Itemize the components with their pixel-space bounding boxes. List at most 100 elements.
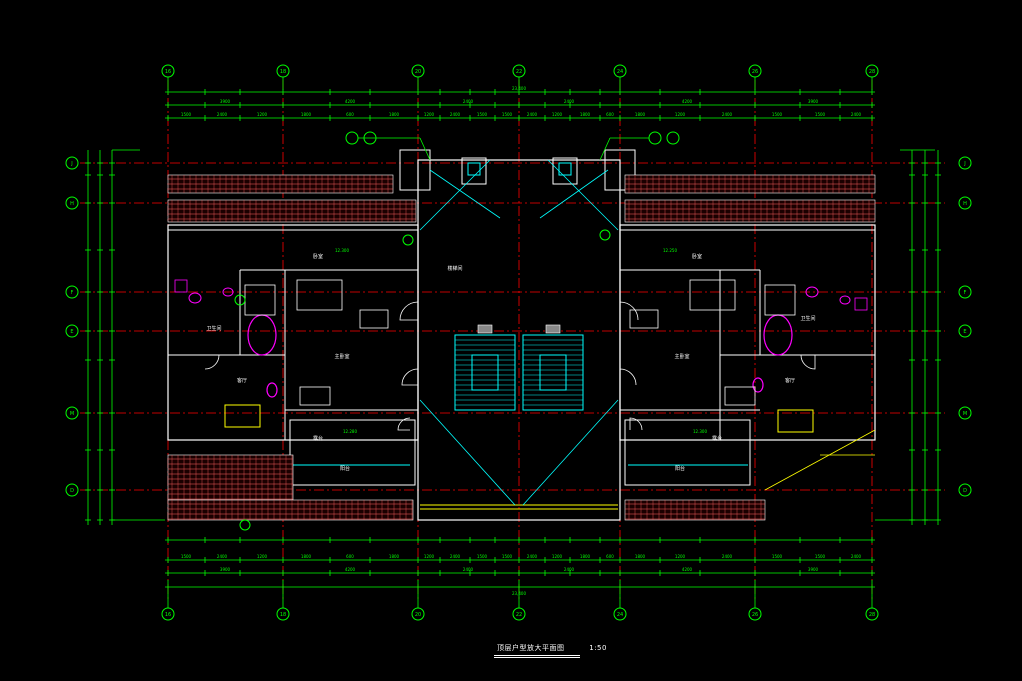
stair-post bbox=[477, 324, 493, 334]
roof-band bbox=[167, 499, 414, 521]
room-label-left: 卫生间 bbox=[206, 325, 221, 332]
dim-text: 1800 bbox=[580, 112, 591, 117]
stair-post bbox=[545, 324, 561, 334]
axis-bubble-label: J bbox=[70, 161, 72, 167]
shower-right bbox=[764, 284, 796, 316]
dim-text: 2400 bbox=[851, 112, 862, 117]
room-label-left: 卧室 bbox=[313, 253, 323, 260]
dim-text: 1800 bbox=[635, 554, 646, 559]
room-label-right: 客厅 bbox=[785, 377, 795, 384]
axis-bubble-label: F bbox=[964, 290, 967, 296]
dim-text: 2400 bbox=[722, 112, 733, 117]
roof-slope-line bbox=[429, 169, 501, 219]
axis-bubble bbox=[958, 324, 972, 338]
dim-text: 1500 bbox=[815, 112, 826, 117]
axis-bubble-label: 20 bbox=[415, 69, 421, 75]
dim-text: 1200 bbox=[675, 554, 686, 559]
dim-text: 1200 bbox=[552, 112, 563, 117]
caption-underline bbox=[494, 655, 580, 656]
bed-left bbox=[296, 279, 343, 311]
tile-left bbox=[174, 279, 188, 293]
drawing-caption: 顶层户型放大平面图 1:50 bbox=[497, 643, 607, 653]
room-label-right: 主卧室 bbox=[674, 353, 689, 360]
chimney-right bbox=[604, 149, 636, 191]
sofa-right bbox=[629, 309, 659, 329]
callout-bubble bbox=[345, 131, 359, 145]
tile-right bbox=[854, 297, 868, 311]
axis-bubble bbox=[65, 156, 79, 170]
axis-bubble-label: 28 bbox=[869, 612, 875, 618]
stair-right-flight bbox=[522, 334, 584, 411]
axis-bubble-label: E bbox=[963, 329, 966, 335]
callout-leader bbox=[419, 137, 431, 161]
basin-right bbox=[752, 377, 764, 393]
axis-bubble-label: 26 bbox=[752, 69, 758, 75]
roof-slope-line bbox=[547, 159, 619, 231]
room-label-left: 客厅 bbox=[237, 377, 247, 384]
room-label-right: 卫生间 bbox=[800, 315, 815, 322]
axis-bubble bbox=[65, 483, 79, 497]
door-swing bbox=[619, 301, 639, 321]
stair-core-outline bbox=[417, 159, 621, 521]
room-label-right: 阳台 bbox=[675, 465, 685, 472]
dim-text: 2400 bbox=[564, 99, 575, 104]
sink-left bbox=[222, 287, 234, 297]
axis-bubble-label: 24 bbox=[617, 612, 623, 618]
dim-text: 1800 bbox=[389, 112, 400, 117]
dim-text: 600 bbox=[346, 554, 354, 559]
room-label-left: 露台 bbox=[313, 435, 323, 442]
dim-text: 3900 bbox=[220, 567, 231, 572]
laundry-right bbox=[777, 409, 814, 433]
room-label-right: 露台 bbox=[712, 435, 722, 442]
dim-text: 4200 bbox=[345, 567, 356, 572]
axis-bubble bbox=[65, 406, 79, 420]
dim-text: 3900 bbox=[808, 99, 819, 104]
shaft-inner bbox=[467, 162, 481, 176]
desk-right bbox=[724, 386, 756, 406]
toilet-left bbox=[188, 292, 202, 304]
axis-bubble-label: 22 bbox=[516, 69, 522, 75]
dim-text: 1500 bbox=[181, 554, 192, 559]
drawing-scale: 1:50 bbox=[589, 644, 607, 652]
dim-text: 2400 bbox=[463, 99, 474, 104]
axis-bubble-label: H bbox=[70, 201, 74, 207]
bed-right bbox=[689, 279, 736, 311]
dim-text: 1500 bbox=[477, 554, 488, 559]
desk-left bbox=[299, 386, 331, 406]
axis-bubble-label: 28 bbox=[869, 69, 875, 75]
sanitary-fixtures bbox=[174, 279, 868, 433]
chimney-left bbox=[399, 149, 431, 191]
axis-bubble-label: D bbox=[70, 488, 74, 494]
shaft-right bbox=[552, 157, 578, 185]
room-label-left: 楼梯间 bbox=[447, 265, 462, 272]
axis-bubble-label: 22 bbox=[516, 612, 522, 618]
walls bbox=[167, 149, 876, 521]
elevation-label: 12.250 bbox=[663, 248, 677, 253]
dim-text: 3900 bbox=[808, 567, 819, 572]
dim-text: 1500 bbox=[772, 112, 783, 117]
roof-band bbox=[167, 454, 294, 501]
axis-bubble-label: 18 bbox=[280, 612, 286, 618]
door-swing bbox=[619, 368, 637, 386]
dim-text: 1200 bbox=[424, 554, 435, 559]
elevation-label: 12.300 bbox=[693, 429, 707, 434]
dim-text: 1500 bbox=[181, 112, 192, 117]
axis-bubble-label: E bbox=[70, 329, 73, 335]
axis-bubble-label: 16 bbox=[165, 69, 171, 75]
door-swing bbox=[401, 368, 419, 386]
room-label-left: 主卧室 bbox=[334, 353, 349, 360]
dim-text: 1800 bbox=[389, 554, 400, 559]
bathtub-right bbox=[763, 314, 793, 356]
axis-bubble-label: H bbox=[963, 201, 967, 207]
callout-bubble bbox=[599, 229, 611, 241]
axis-bubble-label: D bbox=[963, 488, 967, 494]
laundry-left bbox=[224, 404, 261, 428]
dim-text: 2400 bbox=[217, 112, 228, 117]
dim-text: 1200 bbox=[675, 112, 686, 117]
door-swing bbox=[629, 417, 643, 431]
door-swing bbox=[204, 354, 220, 370]
stair-well-left bbox=[471, 354, 499, 391]
axis-bubble-label: M bbox=[70, 411, 74, 417]
